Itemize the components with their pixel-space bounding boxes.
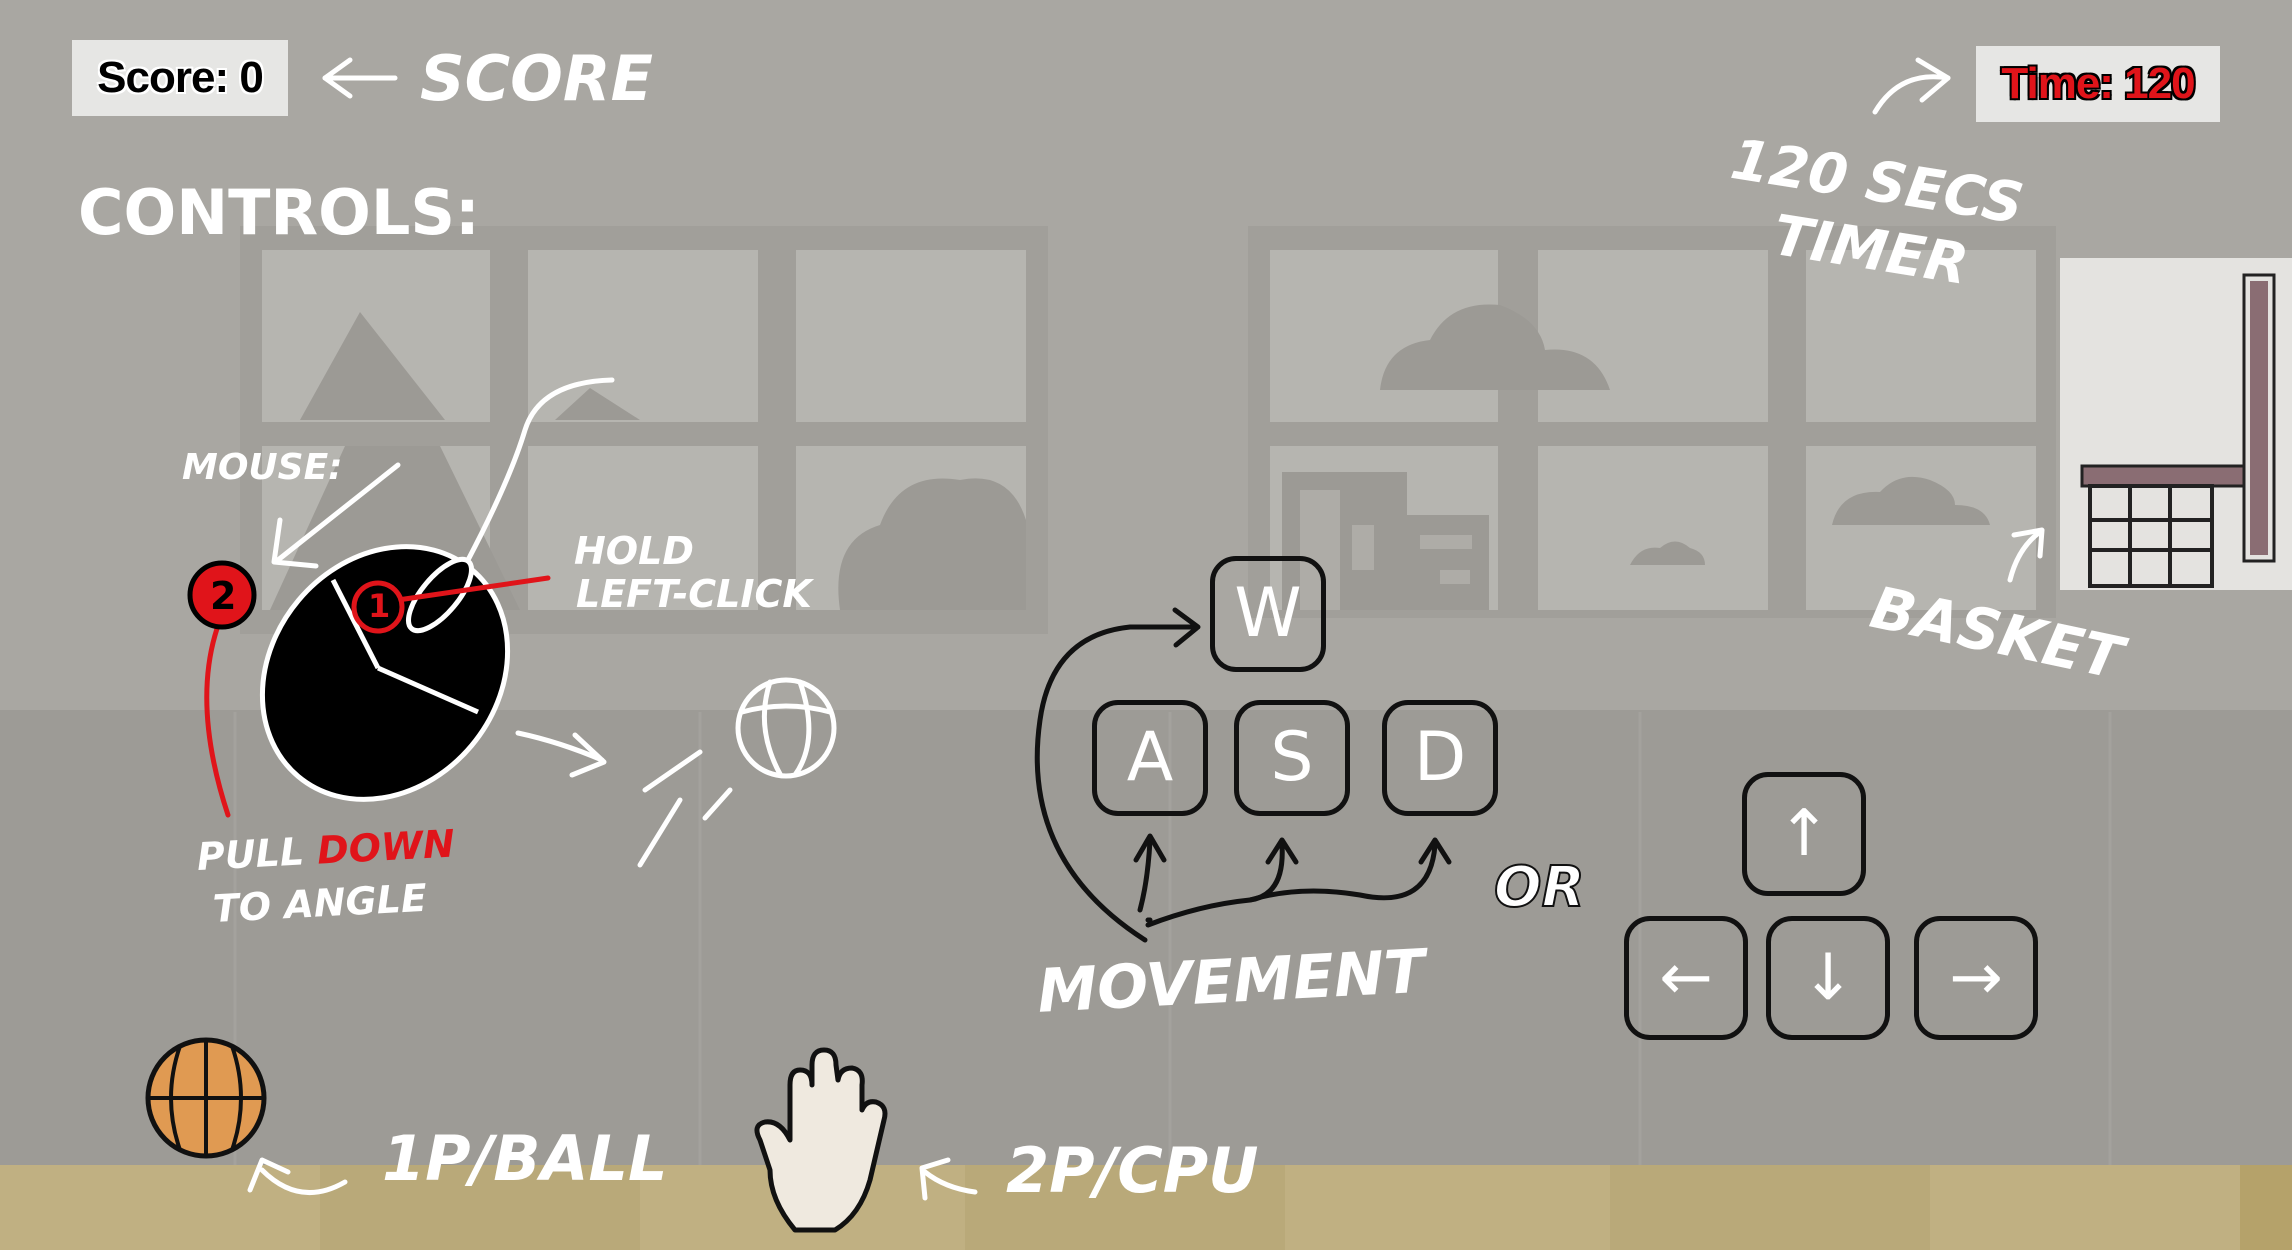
score-text: Score: 0 — [97, 53, 264, 102]
timer-display: Time: 120 — [1976, 46, 2220, 122]
score-label: SCORE — [420, 42, 653, 115]
mouse-icon — [259, 544, 511, 802]
hold-label-line2: LEFT-CLICK — [576, 572, 812, 616]
step1-badge-icon — [351, 580, 405, 634]
hand-icon — [754, 1047, 888, 1233]
pull-label-line2: TO ANGLE — [211, 875, 428, 931]
key-right-arrow: → — [1914, 916, 2038, 1040]
controls-heading: CONTROLS: — [78, 176, 480, 249]
key-d: D — [1382, 700, 1498, 816]
score-arrow-icon — [322, 57, 398, 99]
basket-arrow-icon — [2007, 527, 2045, 583]
player1-label: 1P/BALL — [382, 1122, 668, 1195]
movement-arrows — [1034, 607, 1452, 943]
basketball-icon — [145, 1037, 267, 1159]
key-down-arrow: ↓ — [1766, 916, 1890, 1040]
step2-number: 2 — [210, 574, 237, 618]
score-display: Score: 0 — [72, 40, 288, 116]
key-w: W — [1210, 556, 1326, 672]
player2-arrow-icon — [919, 1157, 978, 1201]
thrown-ball-icon — [735, 677, 837, 779]
key-s: S — [1234, 700, 1350, 816]
timer-arrow-icon — [1872, 57, 1951, 115]
player2-label: 2P/CPU — [1006, 1134, 1259, 1207]
step2-badge-icon — [187, 560, 257, 630]
mouse-pointer-arrow-icon — [271, 462, 401, 569]
window-right — [1248, 226, 2056, 618]
pull-label-prefix: PULL — [195, 828, 319, 879]
step1-number: 1 — [368, 587, 391, 625]
left-click-indicator — [204, 575, 551, 818]
hold-label-line1: HOLD — [574, 529, 694, 573]
player1-arrow-icon — [247, 1157, 348, 1196]
basket-icon — [2060, 258, 2292, 590]
mouse-label: MOUSE: — [182, 447, 343, 488]
key-up-arrow: ↑ — [1742, 772, 1866, 896]
key-a: A — [1092, 700, 1208, 816]
time-text: Time: 120 — [2001, 59, 2195, 108]
or-label: OR — [1493, 855, 1586, 920]
key-left-arrow: ← — [1624, 916, 1748, 1040]
pull-label-down: DOWN — [316, 821, 456, 873]
throw-arrow-icon — [515, 730, 607, 778]
